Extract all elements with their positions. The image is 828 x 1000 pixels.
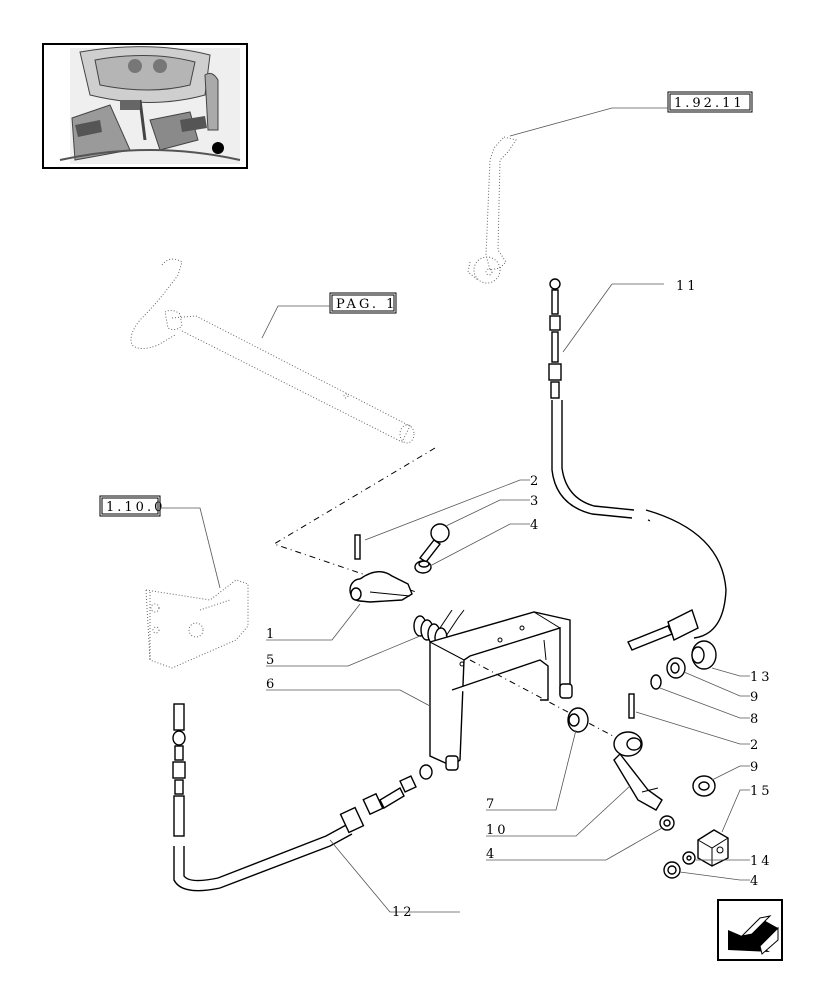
callout-1: 1 [266, 627, 277, 642]
side-bracket-part [145, 579, 249, 669]
washer-4-upper-part [414, 560, 432, 574]
back-arrow-icon [728, 915, 779, 955]
cable-12-part [172, 703, 433, 892]
washer-9-upper-part [666, 657, 686, 679]
callout-6: 6 [266, 677, 277, 692]
lever-10-part [613, 731, 663, 811]
cross-shaft-part [130, 258, 415, 444]
location-marker-icon [212, 142, 224, 154]
reference-pag-1-label: PAG. 1 [336, 297, 397, 312]
reference-1-10-0-label: 1.10.0 [106, 500, 165, 515]
reference-1-10-0[interactable]: 1.10.0 [99, 495, 165, 517]
callout-3: 3 [530, 494, 541, 509]
callout-2-lower: 2 [750, 738, 761, 753]
callout-4-upper: 4 [530, 518, 541, 533]
callout-12: 12 [392, 905, 415, 920]
callout-4-mid: 4 [486, 847, 497, 862]
callout-13: 13 [750, 670, 773, 685]
reference-1-92-11[interactable]: 1.92.11 [667, 91, 753, 113]
pin-2-lower-part [628, 693, 635, 719]
bolt-3-part [418, 523, 450, 563]
callout-11: 11 [676, 279, 699, 294]
location-inset [42, 43, 248, 169]
washer-4-mid-part [659, 815, 675, 831]
washer-14-part [682, 851, 696, 865]
washer-4-lower-part [663, 861, 681, 879]
back-navigation-button[interactable] [717, 899, 783, 961]
clip-8-part [650, 674, 662, 690]
pin-2-part [354, 534, 361, 560]
callout-7: 7 [486, 797, 497, 812]
cable-11-part [548, 278, 727, 651]
bushing-13-part [691, 640, 717, 670]
callout-14: 14 [750, 854, 773, 869]
bushing-7-part [567, 707, 589, 733]
washer-9-lower-part [692, 775, 716, 797]
block-15-part [697, 829, 729, 867]
lever-1-part [349, 571, 413, 603]
callout-9-upper: 9 [750, 690, 761, 705]
callout-15: 15 [750, 784, 773, 799]
pedal-lever-part [467, 136, 517, 284]
reference-1-92-11-label: 1.92.11 [674, 96, 745, 111]
callout-5: 5 [266, 653, 277, 668]
bracket-6-part [429, 611, 573, 771]
callout-8: 8 [750, 712, 761, 727]
reference-pag-1[interactable]: PAG. 1 [329, 292, 397, 314]
callout-10: 10 [486, 823, 509, 838]
callout-2-upper: 2 [530, 474, 541, 489]
callout-4-lower: 4 [750, 874, 761, 889]
callout-9-lower: 9 [750, 760, 761, 775]
